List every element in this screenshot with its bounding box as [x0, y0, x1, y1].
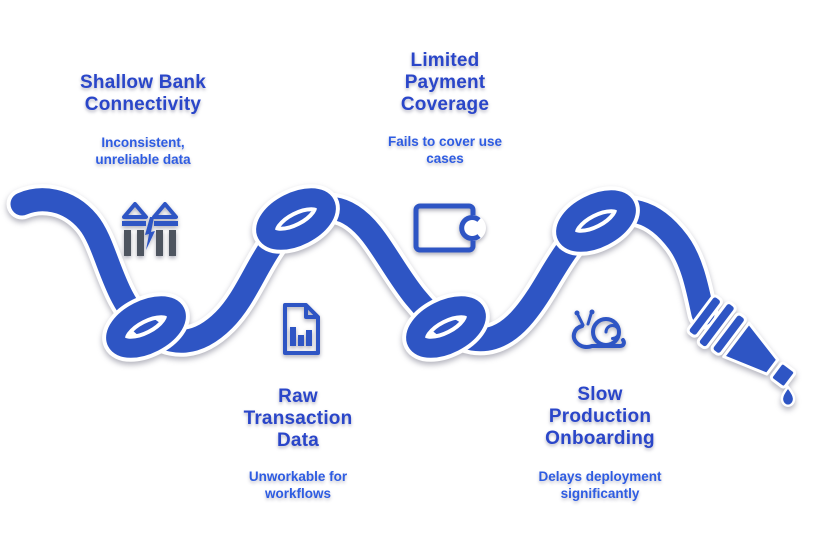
hose-knot [252, 184, 340, 254]
lightning-bolt-icon [145, 217, 155, 250]
subtitle-line: Unworkable for [248, 469, 348, 484]
title-line: Coverage [400, 94, 490, 115]
subtitle-line: workflows [264, 486, 331, 501]
subtitle-line: significantly [560, 486, 640, 501]
stage-subtitle: Delays deployment significantly [495, 468, 705, 502]
title-line: Connectivity [84, 94, 202, 115]
stage-title: Slow Production Onboarding [485, 384, 715, 450]
stage-subtitle: Fails to cover use cases [340, 133, 550, 167]
notched-card-icon [413, 203, 486, 253]
stage-title: Shallow Bank Connectivity [28, 72, 258, 116]
stage-title: Limited Payment Coverage [330, 50, 560, 116]
snail-icon [571, 309, 626, 349]
hose-knot [102, 292, 190, 362]
subtitle-line: unreliable data [95, 152, 191, 167]
subtitle-line: Fails to cover use [387, 134, 503, 149]
hose-nozzle [686, 294, 797, 389]
title-line: Data [277, 430, 319, 451]
subtitle-line: Inconsistent, [101, 135, 185, 150]
title-line: Production [548, 406, 652, 427]
subtitle-line: cases [426, 151, 464, 166]
title-line: Shallow Bank [80, 72, 206, 93]
title-line: Onboarding [545, 428, 655, 449]
title-line: Transaction [243, 408, 353, 429]
title-line: Limited [410, 50, 480, 71]
document-chart-icon [283, 303, 320, 355]
title-line: Slow [577, 384, 623, 405]
title-line: Raw [278, 386, 318, 407]
hose-knot [402, 292, 490, 362]
broken-bank-icon [122, 202, 178, 256]
stage-subtitle: Unworkable for workflows [193, 468, 403, 502]
water-drop-icon [780, 384, 796, 407]
hose-knot [552, 186, 640, 256]
stage-subtitle: Inconsistent, unreliable data [38, 134, 248, 168]
title-line: Payment [404, 72, 486, 93]
subtitle-line: Delays deployment [538, 469, 662, 484]
stage-title: Raw Transaction Data [183, 386, 413, 452]
